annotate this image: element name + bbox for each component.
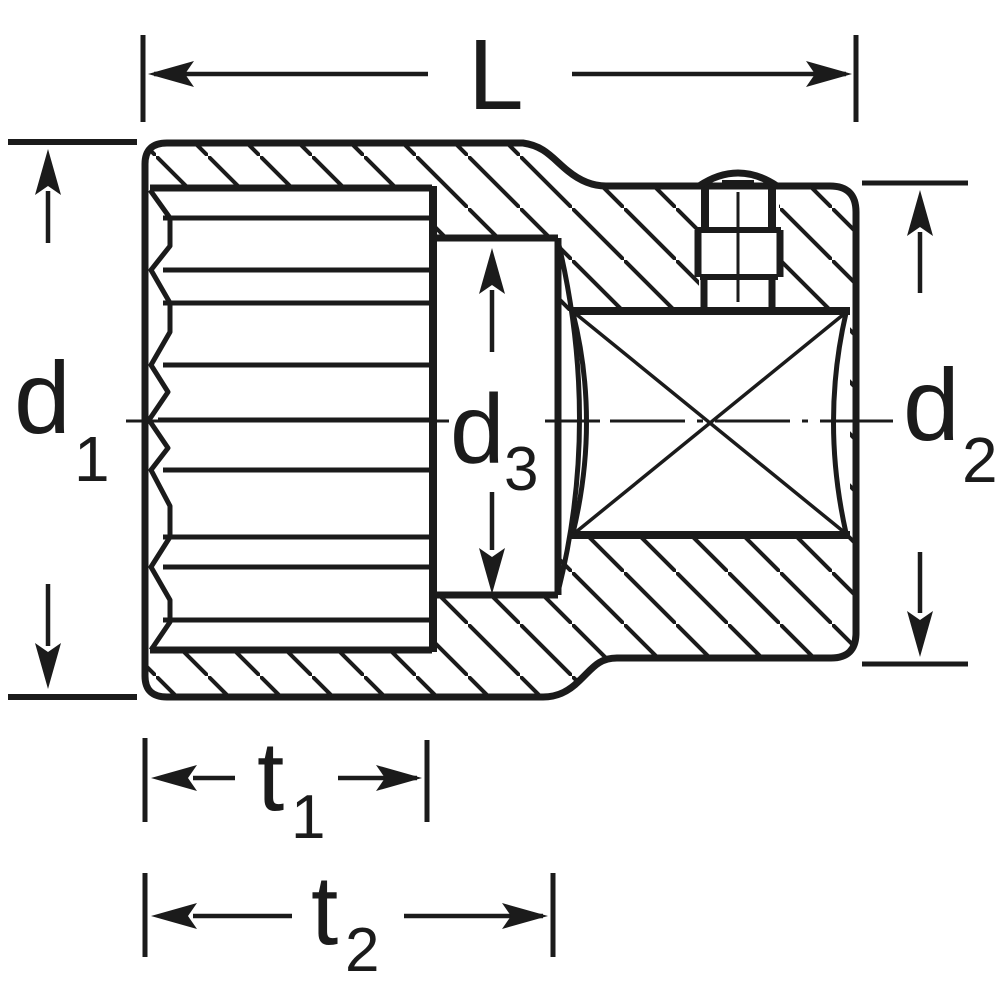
arrowhead-down	[35, 643, 61, 689]
bore-transition-arc	[555, 240, 582, 593]
socket-cavity	[146, 184, 437, 654]
label-t1-sub: 1	[291, 783, 325, 852]
label-d1: d	[14, 341, 71, 455]
label-d3-sub: 3	[504, 435, 538, 504]
arrowhead-left	[151, 765, 197, 791]
arrowhead-left	[151, 903, 197, 929]
drive-right-wall-arc	[831, 312, 849, 534]
arrowhead-up	[35, 149, 61, 195]
arrowhead-down	[479, 548, 505, 594]
inner-bore	[433, 234, 582, 599]
label-d3: d	[450, 374, 505, 484]
pin-dome	[697, 169, 779, 189]
dimension-d3: d 3	[450, 248, 538, 594]
dimension-t2: t 2	[142, 855, 556, 985]
label-t2: t	[311, 855, 338, 965]
spline-ridge-lines	[158, 215, 430, 623]
dimension-d2: d 2	[862, 180, 998, 667]
square-drive-hole	[570, 307, 850, 539]
arrowhead-down	[907, 611, 933, 657]
drive-diagonal-2	[574, 312, 846, 534]
detent-pin	[694, 169, 784, 309]
label-d2: d	[903, 348, 960, 462]
dimension-L: L	[140, 19, 859, 131]
arrowhead-right	[502, 903, 548, 929]
dimension-t1: t 1	[142, 721, 430, 852]
cross-section-hatching	[145, 143, 856, 697]
label-d2-sub: 2	[962, 424, 998, 496]
arrowhead-left	[148, 61, 194, 87]
arrowhead-right	[376, 765, 422, 791]
label-t2-sub: 2	[345, 916, 379, 985]
arrowhead-right	[806, 61, 852, 87]
arrowhead-up	[907, 190, 933, 236]
label-L: L	[468, 19, 524, 131]
dimension-d1: d 1	[8, 139, 137, 700]
socket-outline	[141, 139, 860, 701]
label-t1: t	[257, 721, 284, 831]
label-d1-sub: 1	[74, 423, 110, 495]
arrowhead-up	[479, 248, 505, 294]
